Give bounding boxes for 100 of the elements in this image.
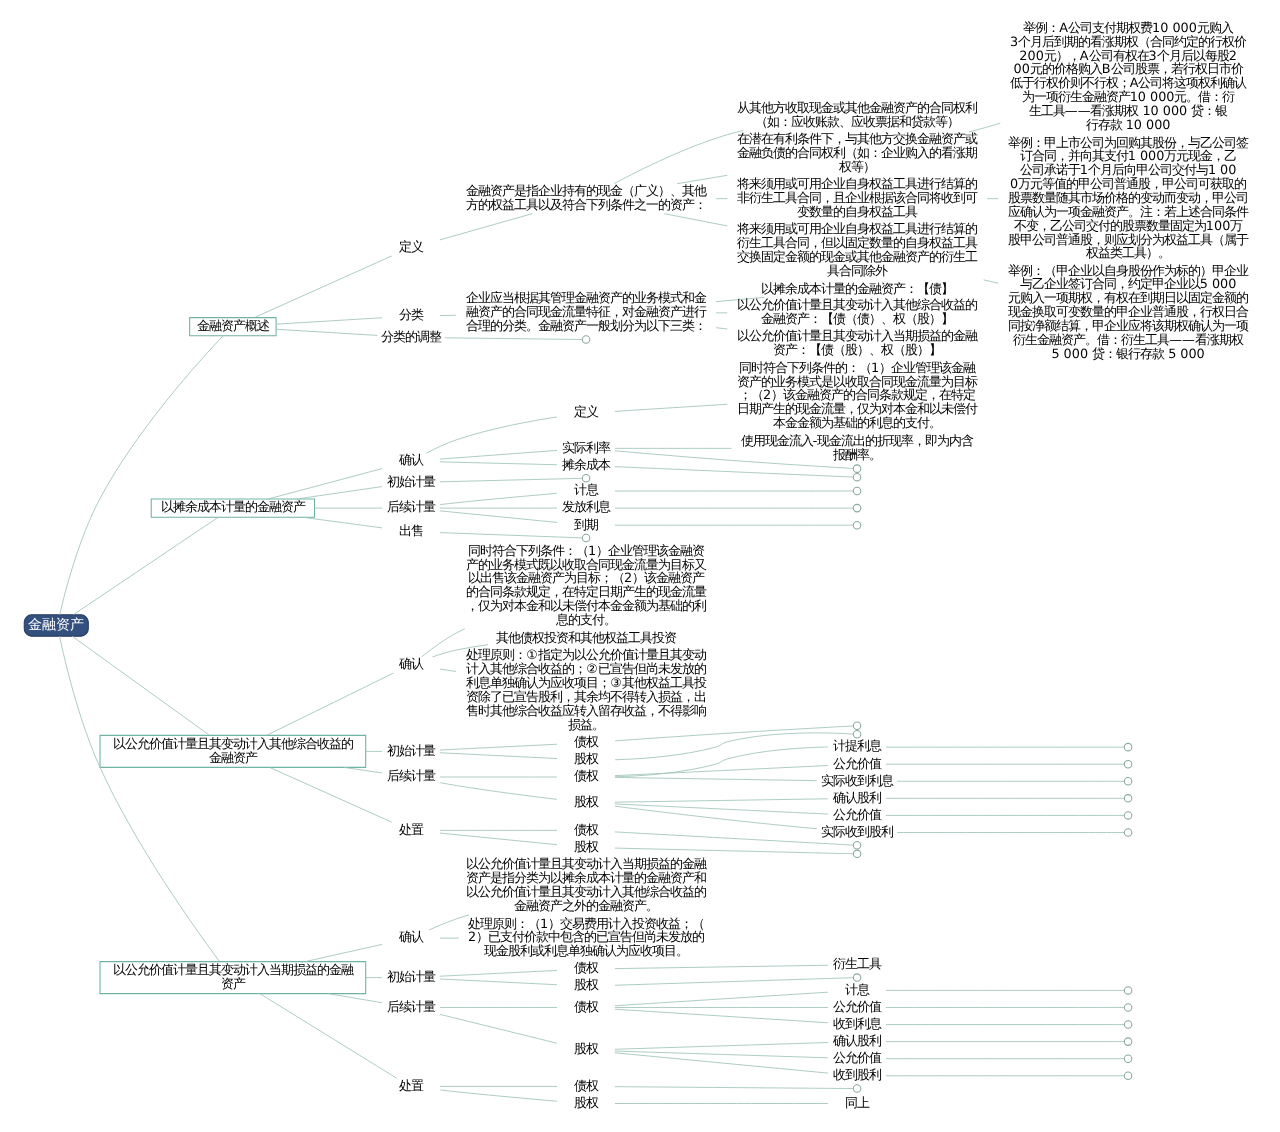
connector [438,461,557,466]
connector [714,198,727,200]
connector [884,1058,1124,1060]
connector [613,466,853,478]
node-circle [1122,1071,1132,1081]
connector [884,746,1124,748]
connector [253,255,392,318]
connector [613,831,853,846]
connector [982,279,998,284]
connector [438,532,582,539]
node-circle [1122,1020,1132,1029]
connector [613,1042,828,1050]
connector [613,1086,853,1089]
connector [613,777,817,782]
connector [268,767,392,823]
connector [985,198,998,200]
node-circle [1122,759,1132,769]
node-circle [851,730,861,739]
connector [266,468,382,500]
connector [884,989,1124,991]
connector [613,964,828,970]
connector [438,507,557,509]
connector [613,524,853,526]
connector [613,977,853,986]
connector [364,977,382,979]
node-circle [580,473,590,483]
connector [438,213,532,241]
connector [438,668,456,672]
connector [265,672,393,736]
node-circle [1122,1003,1132,1012]
connector [438,782,557,800]
connector [613,732,853,761]
connector [613,725,853,742]
connector [438,743,557,751]
connector [884,763,1124,765]
node-circle [580,335,590,344]
connector [884,1041,1124,1043]
connector [438,829,557,831]
node-circle [851,973,861,982]
connector [613,450,853,469]
connector [300,516,382,529]
connector [438,937,459,939]
connector [427,914,469,931]
connector [438,978,557,986]
node-circle [851,503,861,513]
connector [295,486,382,500]
connector [438,832,557,846]
connector [438,1007,557,1008]
node-circle [1122,1054,1132,1063]
connector [58,635,220,962]
connector [438,776,557,778]
node-circle [1122,811,1132,820]
connector [70,635,209,736]
connector [438,752,557,759]
connector [438,510,557,523]
connector [313,507,382,509]
connector [612,129,743,184]
connector [884,1007,1124,1008]
connector [895,780,1124,782]
node-circle [1122,986,1132,995]
node-circle [1122,794,1132,803]
connector [274,328,377,336]
connector [613,847,853,855]
connector [438,314,456,316]
connector [884,797,1124,799]
connector [438,1089,557,1102]
connector [613,765,828,777]
node-circle [1122,1037,1132,1046]
connector [438,1013,557,1044]
connector [258,993,397,1079]
node-circle [851,486,861,496]
connector [967,122,1000,133]
connector [613,1050,828,1059]
connector [425,416,557,454]
node-circle [1122,828,1132,837]
connector [431,644,488,658]
connector [438,477,582,483]
connector [714,296,764,302]
node-circle [851,464,861,473]
connector [714,312,727,314]
connector [438,970,557,977]
connector [343,767,382,774]
connector [438,450,557,460]
connector [613,1008,828,1024]
connector [438,492,557,506]
connector [884,1024,1124,1025]
connector [613,803,828,815]
node-circle [1122,777,1132,786]
connector [613,403,727,412]
connector [613,805,817,830]
connector [613,991,828,1007]
node-circle [851,520,861,530]
connector [895,832,1124,833]
connector [327,993,382,1004]
node-circle [580,533,590,543]
connector [884,815,1124,816]
connector [662,213,727,227]
connector [613,1052,828,1074]
node-circle [851,849,861,859]
connector [58,335,223,616]
